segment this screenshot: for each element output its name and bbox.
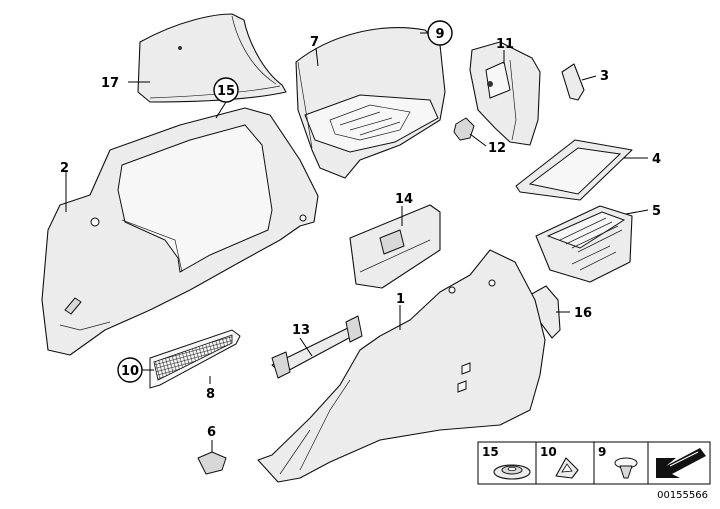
- callout-8: 8: [206, 387, 215, 402]
- leader-lines: [65, 32, 649, 452]
- callout-14: 14: [395, 192, 413, 207]
- callout-9: 9: [435, 27, 444, 42]
- callout-13: 13: [292, 323, 310, 338]
- callout-3: 3: [600, 69, 609, 84]
- expanding-rivet-icon: [614, 457, 638, 479]
- part-7-storage-box: [295, 27, 446, 179]
- part-1-trunk-trim: [257, 249, 546, 483]
- callout-2: 2: [60, 161, 69, 176]
- callout-4: 4: [652, 152, 661, 167]
- callout-15-circle: [213, 77, 239, 103]
- callout-12: 12: [488, 141, 506, 156]
- callout-10-circle: [117, 357, 143, 383]
- arrow-pointer-icon: [656, 448, 706, 478]
- legend-cell-15: [477, 441, 537, 485]
- part-11-cover-panel: [469, 41, 541, 146]
- callout-11: 11: [496, 37, 514, 52]
- legend-num-10: 10: [540, 445, 557, 459]
- diagram-id: 00155566: [657, 490, 708, 501]
- callout-15: 15: [217, 84, 235, 99]
- part-2-side-trim-panel: [41, 107, 319, 356]
- callout-6: 6: [207, 425, 216, 440]
- part-5-storage-tray: [535, 205, 633, 283]
- part-8-luggage-net: [149, 329, 241, 389]
- callouts: 17 15 2 7 9 11 3 12 4 5 14 16 1 13 10 8 …: [60, 20, 661, 440]
- callout-5: 5: [652, 204, 661, 219]
- part-6-clip: [197, 451, 227, 475]
- clip-icon: [555, 457, 579, 479]
- callout-7: 7: [310, 35, 319, 50]
- legend-num-15: 15: [482, 445, 499, 459]
- part-12-clip: [453, 117, 475, 141]
- callout-10: 10: [121, 364, 139, 379]
- part-13-strap: [271, 315, 363, 379]
- callout-16: 16: [574, 306, 592, 321]
- callout-9-circle: [427, 20, 453, 46]
- part-4-frame: [515, 139, 633, 201]
- part-14-cover-latch: [349, 204, 441, 289]
- callout-17: 17: [101, 76, 119, 91]
- part-17-trim-cover: [137, 13, 287, 103]
- legend-num-9: 9: [598, 445, 606, 459]
- part-3-bracket: [561, 63, 585, 101]
- legend-strip: 15 10 9 00155566: [477, 441, 711, 501]
- grommet-icon: [493, 464, 531, 480]
- callout-1: 1: [396, 292, 405, 307]
